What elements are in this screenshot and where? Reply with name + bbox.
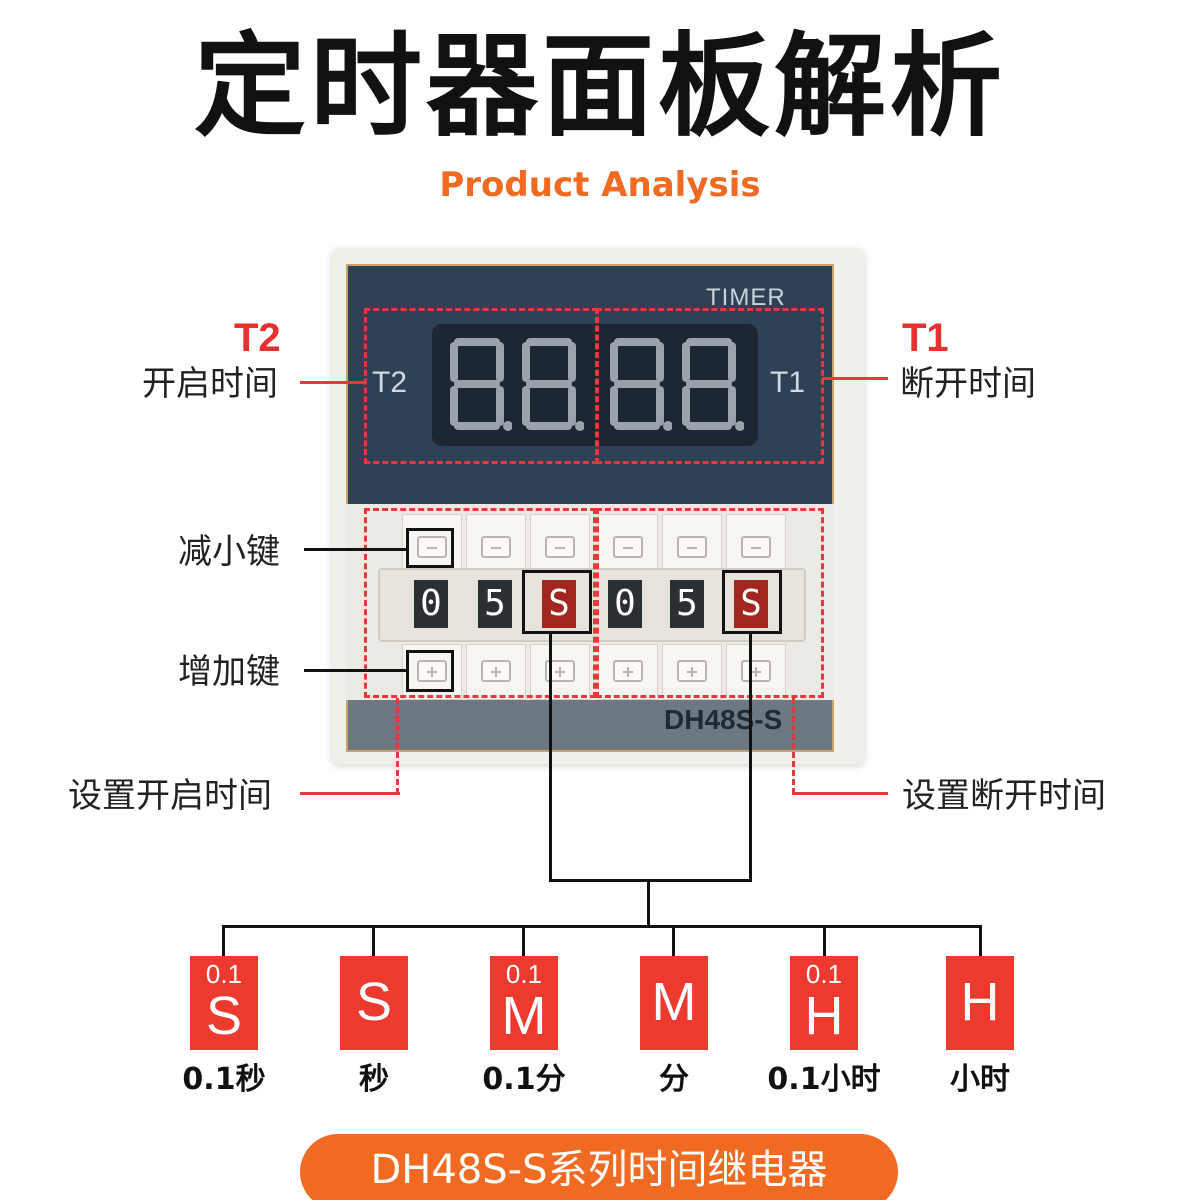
connector-drop <box>823 925 826 959</box>
panel-tag-t1: T1 <box>770 366 806 399</box>
increase-button-t2-units[interactable] <box>481 660 511 682</box>
callout-t1-desc: 断开时间 <box>900 364 1036 404</box>
unit-box-m: M <box>640 956 708 1050</box>
t2-range-highlight <box>522 570 592 634</box>
unit-letter: S <box>355 972 393 1032</box>
unit-letter: H <box>960 972 1000 1032</box>
connector-bus <box>222 925 982 928</box>
callout-t2-desc: 开启时间 <box>142 364 278 404</box>
decrease-key-highlight <box>406 528 454 568</box>
t1-keypad-highlight <box>596 508 824 698</box>
unit-box-s: S <box>340 956 408 1050</box>
callout-set-on-line-h <box>300 792 400 795</box>
page-title: 定时器面板解析 <box>194 22 1006 152</box>
increase-button-t1-range[interactable] <box>741 660 771 682</box>
led-digit-3 <box>610 338 672 431</box>
callout-decrease-line <box>304 548 408 551</box>
unit-caption: 秒 <box>359 1062 389 1097</box>
unit-caption: 小时 <box>950 1062 1010 1097</box>
dial-t1-units: 5 <box>670 580 704 628</box>
callout-set-on-time: 设置开启时间 <box>68 776 272 816</box>
callout-set-off-line-h <box>792 792 888 795</box>
unit-letter: M <box>501 986 547 1046</box>
unit-caption: 0.1秒 <box>182 1062 266 1097</box>
led-digit-4 <box>682 338 744 431</box>
callout-increase-line <box>304 669 408 672</box>
decrease-button-t2-tens[interactable] <box>417 536 447 558</box>
t2-keypad-highlight <box>364 508 596 698</box>
increase-button-t2-range[interactable] <box>545 660 575 682</box>
led-digit-1 <box>450 338 512 431</box>
callout-set-on-line-v <box>396 698 399 794</box>
t2-display-highlight <box>364 308 598 464</box>
decrease-button-t1-units[interactable] <box>677 536 707 558</box>
decrease-button-t1-range[interactable] <box>741 536 771 558</box>
unit-letter: H <box>804 986 844 1046</box>
callout-t2-title: T2 <box>234 316 281 360</box>
callout-set-off-line-v <box>792 698 795 794</box>
t1-display-highlight <box>596 308 824 464</box>
unit-letter: M <box>651 972 697 1032</box>
unit-prefix: 0.1 <box>505 959 543 989</box>
dial-t2-tens: 0 <box>414 580 448 628</box>
connector-join <box>549 879 752 882</box>
decrease-button-t2-units[interactable] <box>481 536 511 558</box>
connector-t2-range <box>549 632 552 882</box>
connector-drop <box>372 925 375 959</box>
connector-drop <box>979 925 982 959</box>
page-subtitle: Product Analysis <box>439 165 761 205</box>
unit-caption: 分 <box>659 1062 689 1097</box>
unit-box-0-1s: 0.1 S <box>190 956 258 1050</box>
key-cell <box>662 644 722 700</box>
unit-prefix: 0.1 <box>805 959 843 989</box>
unit-caption: 0.1分 <box>482 1062 566 1097</box>
connector-drop <box>522 925 525 959</box>
unit-box-0-1m: 0.1 M <box>490 956 558 1050</box>
footer-text: DH48S-S系列时间继电器 <box>370 1147 828 1193</box>
connector-drop <box>672 925 675 959</box>
callout-t1-line <box>822 377 888 380</box>
callout-t1-title: T1 <box>902 316 949 360</box>
footer-banner <box>300 1134 898 1200</box>
unit-caption: 0.1小时 <box>767 1062 881 1097</box>
connector-t1-range <box>749 632 752 882</box>
unit-prefix: 0.1 <box>205 959 243 989</box>
increase-button-t2-tens[interactable] <box>417 660 447 682</box>
panel-tag-t2: T2 <box>372 366 408 399</box>
increase-button-t1-tens[interactable] <box>613 660 643 682</box>
led-digit-2 <box>522 338 584 431</box>
increase-button-t1-units[interactable] <box>677 660 707 682</box>
increase-key-highlight <box>406 650 454 692</box>
connector-stem <box>647 879 650 927</box>
t1-range-highlight <box>722 570 782 634</box>
unit-box-h: H <box>946 956 1014 1050</box>
timer-label: TIMER <box>706 284 786 311</box>
model-label: DH48S-S <box>664 704 783 735</box>
dial-t1-tens: 0 <box>608 580 642 628</box>
callout-decrease-key: 减小键 <box>178 532 280 572</box>
callout-set-off-time: 设置断开时间 <box>902 776 1106 816</box>
callout-t2-line <box>300 381 366 384</box>
dial-t1-range: S <box>734 580 768 628</box>
unit-letter: S <box>205 986 243 1046</box>
model-strip <box>346 700 834 752</box>
decrease-button-t2-range[interactable] <box>545 536 575 558</box>
connector-drop <box>222 925 225 959</box>
callout-increase-key: 增加键 <box>178 652 280 692</box>
decrease-button-t1-tens[interactable] <box>613 536 643 558</box>
unit-box-0-1h: 0.1 H <box>790 956 858 1050</box>
dial-t2-range: S <box>542 580 576 628</box>
dial-t2-units: 5 <box>478 580 512 628</box>
